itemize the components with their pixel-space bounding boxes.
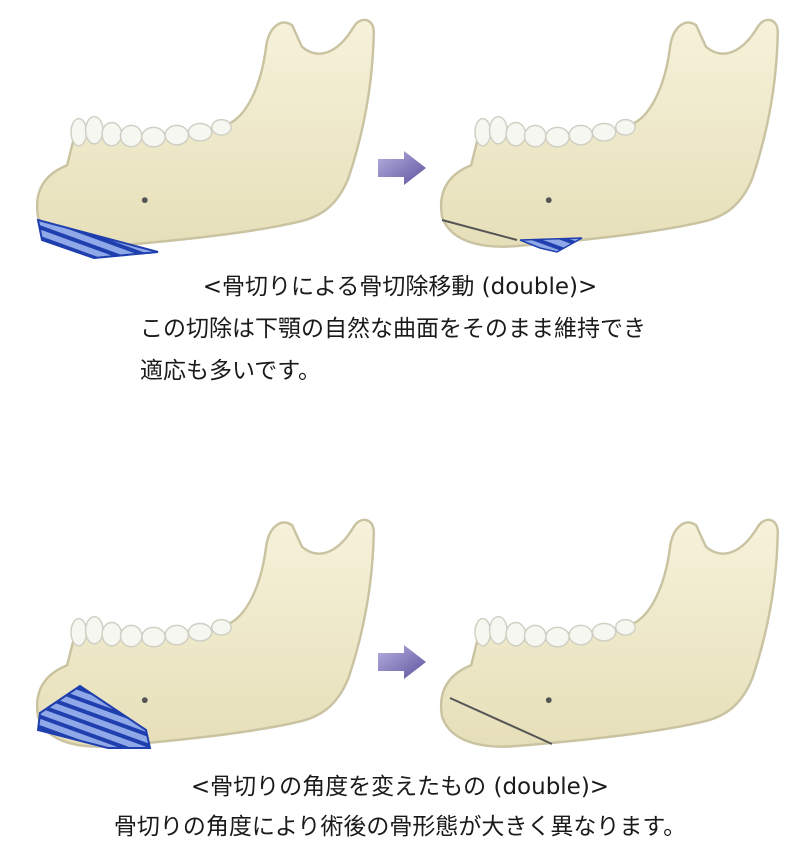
section-1-diagram: [0, 0, 800, 270]
mandible-before-1: [35, 18, 376, 260]
cut-region-stripes-1: [36, 218, 159, 260]
caption-title-2: <骨切りの角度を変えたもの (double)>: [190, 774, 610, 800]
cut-region-stripes-3: [36, 684, 152, 749]
section-2-diagram: [0, 500, 800, 770]
caption-line-3: 骨切りの角度により術後の骨形態が大きく異なります。: [113, 814, 687, 840]
caption-title-1: <骨切りによる骨切除移動 (double)>: [202, 274, 598, 300]
right-arrow-icon: [378, 151, 426, 185]
cut-line-1: [441, 219, 518, 241]
mandible-after-1: [439, 18, 780, 253]
cut-line-2: [449, 697, 553, 745]
mandible-after-2: [439, 518, 780, 748]
mandible-before-2: [35, 518, 376, 749]
cut-region-stripes-2: [519, 237, 583, 253]
right-arrow-icon-2: [378, 645, 426, 679]
caption-line-1: この切除は下顎の自然な曲面をそのまま維持でき: [140, 316, 646, 342]
caption-line-2: 適応も多いです。: [140, 358, 322, 384]
